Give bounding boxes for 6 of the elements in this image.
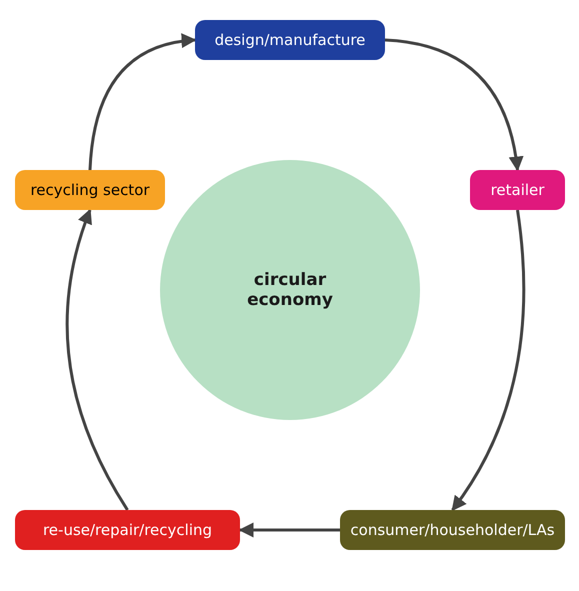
arrow	[384, 38, 524, 172]
arrow	[238, 522, 340, 538]
center-circle: circular economy	[160, 160, 420, 420]
arrow	[66, 208, 129, 511]
arrow	[88, 34, 196, 170]
arrow	[451, 210, 526, 512]
